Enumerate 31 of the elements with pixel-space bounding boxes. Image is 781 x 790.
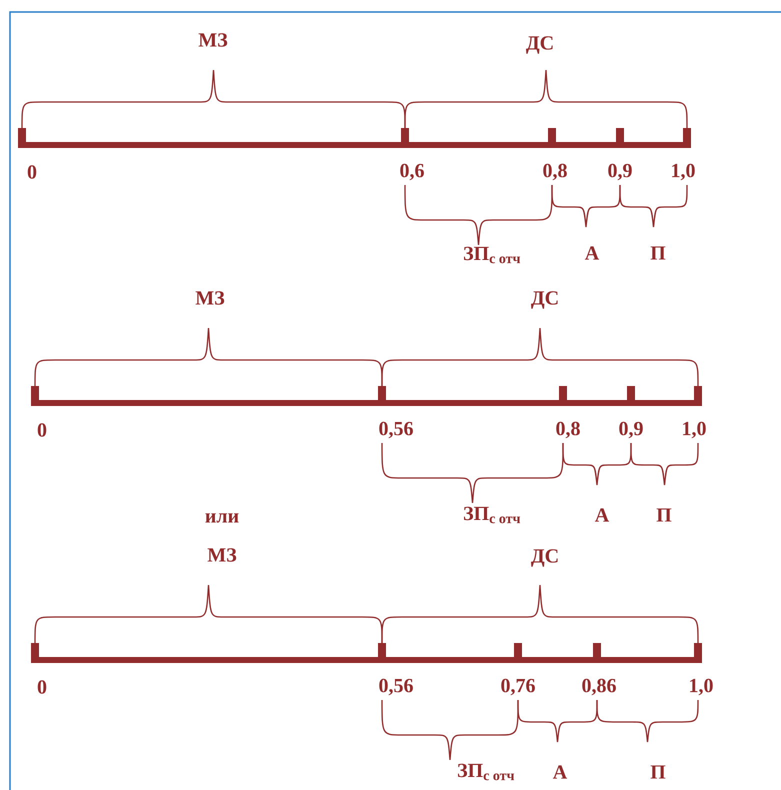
tick-label: 0 xyxy=(38,680,46,694)
brace-label: А xyxy=(594,508,610,522)
brace-label: А xyxy=(584,246,600,260)
tick-label: 1,0 xyxy=(690,678,713,696)
brace-label: $\text{ЗП}_{\text{с отч}}$ xyxy=(464,246,520,264)
tick-label: 0,56 xyxy=(379,422,413,438)
brace-label: МЗ xyxy=(198,33,228,47)
brace-label: МЗ xyxy=(196,291,224,305)
brace-label: П xyxy=(650,765,666,779)
tick-label: 0,9 xyxy=(608,164,632,180)
brace-label: П xyxy=(656,508,672,522)
brace-label: МЗ xyxy=(208,548,236,562)
tick-label: 0,8 xyxy=(543,164,567,180)
tick-label: 0,8 xyxy=(556,422,580,438)
tick-label: 0,6 xyxy=(400,164,424,180)
brace-label: А xyxy=(552,765,568,779)
tick-label: 0,56 xyxy=(379,678,413,696)
tick-label: 0 xyxy=(28,165,36,179)
tick-label: 1,0 xyxy=(672,164,695,180)
brace-label: ДС xyxy=(531,549,558,567)
note: или xyxy=(205,513,239,523)
tick-label: 0,9 xyxy=(619,422,643,438)
tick-label: 0,86 xyxy=(582,678,616,696)
brace-label: П xyxy=(650,246,666,260)
tick-label: 0 xyxy=(38,423,46,437)
brace-label: $\text{ЗП}_{\text{с отч}}$ xyxy=(458,764,514,780)
brace-label: ДС xyxy=(531,291,558,309)
brace-label: $\text{ЗП}_{\text{с отч}}$ xyxy=(464,506,520,524)
brace-label: ДС xyxy=(526,36,553,54)
tick-label: 1,0 xyxy=(683,422,706,438)
tick-label: 0,76 xyxy=(501,678,535,696)
